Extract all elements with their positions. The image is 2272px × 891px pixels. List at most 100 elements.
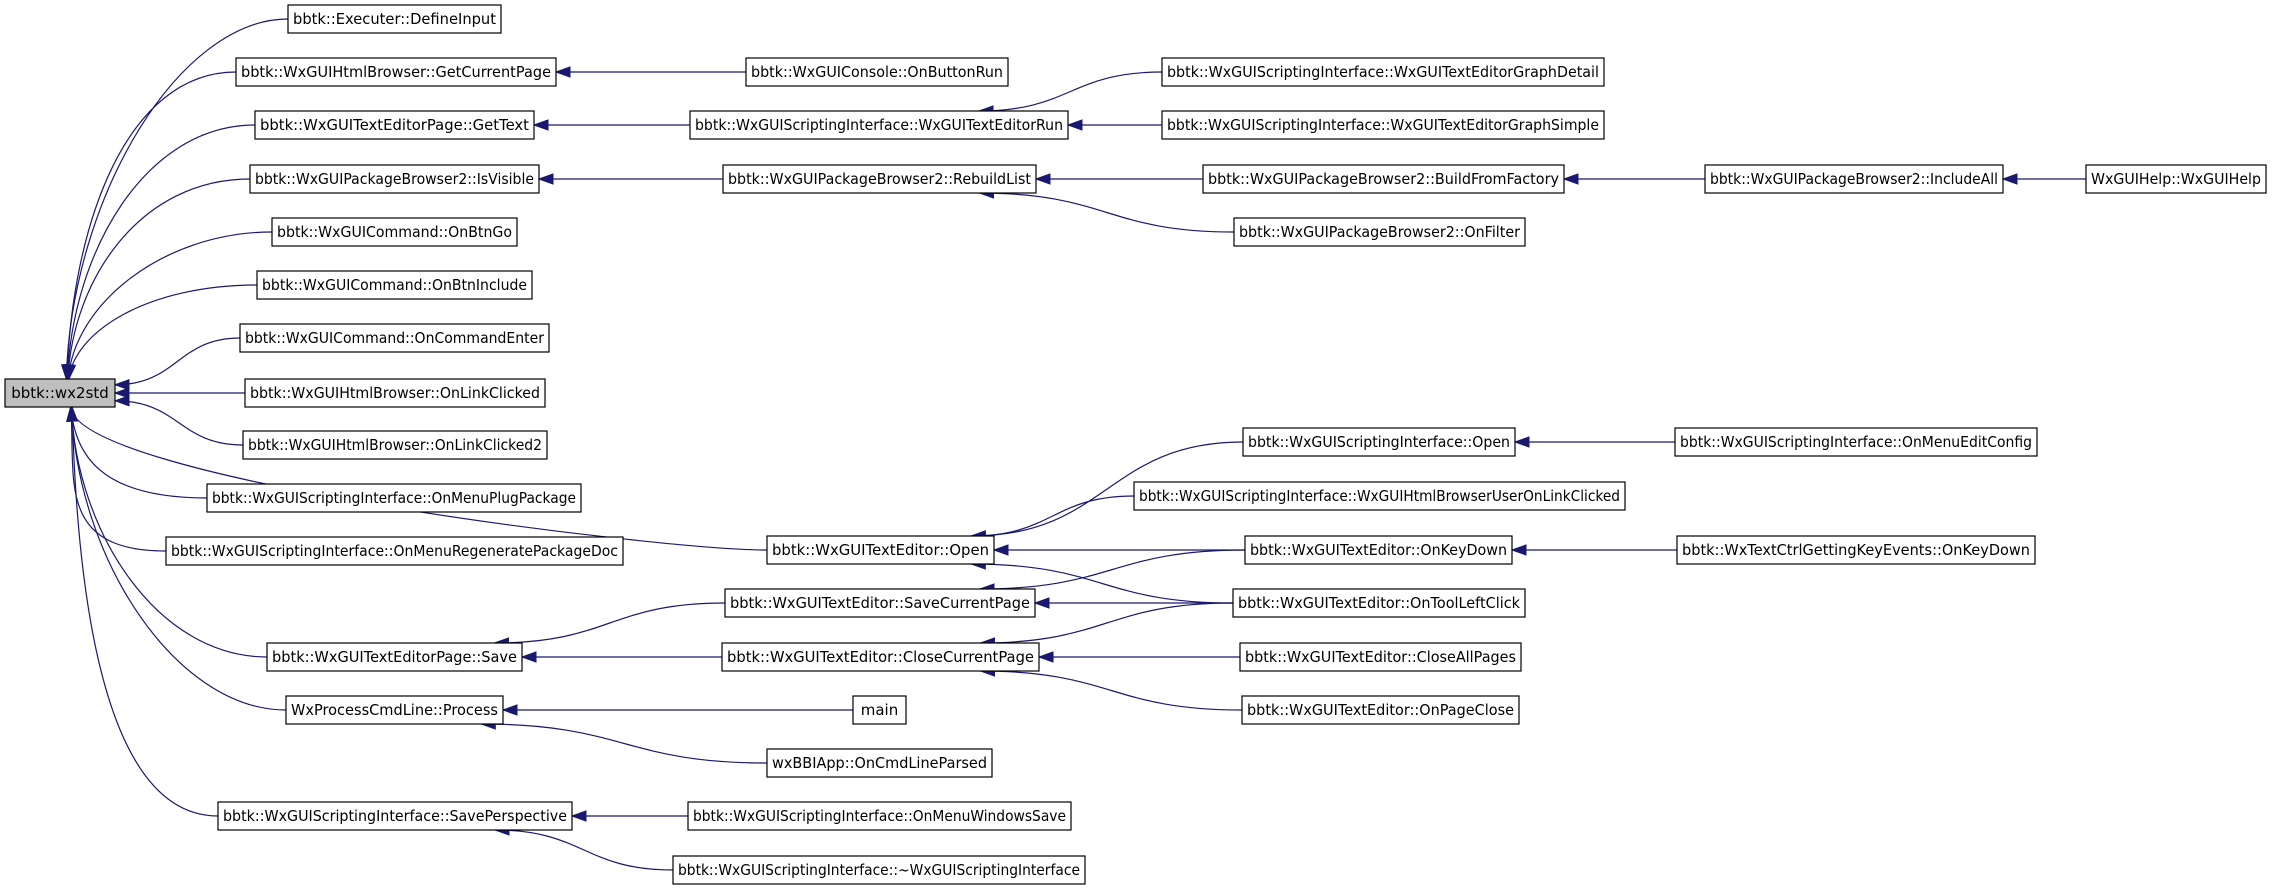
- node-bbtk-wxguiscriptinginterface-onmenuwindowssave[interactable]: bbtk::WxGUIScriptingInterface::OnMenuWin…: [687, 801, 1072, 831]
- node-label: bbtk::WxGUIScriptingInterface::SavePersp…: [223, 807, 567, 825]
- node-box: [266, 642, 523, 672]
- node-label: bbtk::WxGUICommand::OnBtnInclude: [262, 276, 527, 294]
- node-box: [1133, 481, 1626, 511]
- nodes-layer: bbtk::wx2std bbtk::Executer::DefineInputb…: [4, 4, 2267, 885]
- node-main[interactable]: main: [852, 695, 907, 725]
- arrowhead-n17-to-wx2std: [113, 387, 130, 399]
- node-bbtk-wxguitexteditorpage-gettext[interactable]: bbtk::WxGUITextEditorPage::GetText: [254, 110, 535, 140]
- node-box: [722, 164, 1037, 194]
- node-box: [672, 855, 1086, 885]
- edge-n35-to-n32: [481, 723, 768, 764]
- node-bbtk-wxguipackagebrowser2-buildfromfactory[interactable]: bbtk::WxGUIPackageBrowser2::BuildFromFac…: [1202, 164, 1565, 194]
- node-bbtk-wxguitexteditor-ontoolleftclick[interactable]: bbtk::WxGUITextEditor::OnToolLeftClick: [1232, 588, 1526, 618]
- node-bbtk-wx2std[interactable]: bbtk::wx2std: [4, 378, 116, 408]
- node-wxbbiapp-oncmdlineparsed[interactable]: wxBBIApp::OnCmdLineParsed: [766, 748, 993, 778]
- node-bbtk-wxguitexteditor-onpageclose[interactable]: bbtk::WxGUITextEditor::OnPageClose: [1241, 695, 1520, 725]
- arrowhead-n37-to-n36: [570, 810, 587, 822]
- node-bbtk-wxguiscriptinginterface-tilde-wxguiscriptinginterface[interactable]: bbtk::WxGUIScriptingInterface::~WxGUIScr…: [672, 855, 1086, 885]
- edge-n1-to-wx2std: [65, 18, 289, 380]
- node-bbtk-wxguiscriptinginterface-saveperspective[interactable]: bbtk::WxGUIScriptingInterface::SavePersp…: [217, 801, 573, 831]
- node-wxprocesscmdline-process[interactable]: WxProcessCmdLine::Process: [285, 695, 504, 725]
- arrowhead-n18-to-wx2std: [113, 395, 130, 407]
- node-bbtk-wxguiscriptinginterface-onmenuplugpackage[interactable]: bbtk::WxGUIScriptingInterface::OnMenuPlu…: [206, 483, 582, 513]
- node-bbtk-wxguiscriptinginterface-wxguihtmlbrowseruseronlinkclicked[interactable]: bbtk::WxGUIScriptingInterface::WxGUIHtml…: [1133, 481, 1626, 511]
- edge-n22-to-n24: [971, 495, 1135, 537]
- node-bbtk-executer-defineinput[interactable]: bbtk::Executer::DefineInput: [287, 4, 502, 34]
- node-bbtk-wxguiscriptinginterface-onmenuregeneratepackagedoc[interactable]: bbtk::WxGUIScriptingInterface::OnMenuReg…: [165, 536, 624, 566]
- node-box: [687, 801, 1072, 831]
- node-box: [724, 588, 1036, 618]
- node-label: bbtk::WxGUIPackageBrowser2::BuildFromFac…: [1208, 170, 1559, 188]
- node-label: bbtk::WxGUIScriptingInterface::OnMenuEdi…: [1680, 433, 2032, 451]
- node-box: [1241, 695, 1520, 725]
- node-bbtk-wxguitexteditorpage-save[interactable]: bbtk::WxGUITextEditorPage::Save: [266, 642, 523, 672]
- node-box: [2085, 164, 2267, 194]
- edge-n23-to-wx2std: [70, 406, 167, 552]
- node-box: [1244, 535, 1513, 565]
- node-bbtk-wxguihtmlbrowser-onlinkclicked[interactable]: bbtk::WxGUIHtmlBrowser::OnLinkClicked: [244, 378, 546, 408]
- node-bbtk-wxguicommand-oncommandenter[interactable]: bbtk::WxGUICommand::OnCommandEnter: [239, 323, 550, 353]
- node-box: [249, 164, 540, 194]
- node-label: bbtk::WxTextCtrlGettingKeyEvents::OnKeyD…: [1682, 541, 2030, 559]
- edge-n5-to-wx2std: [66, 124, 256, 380]
- node-box: [1242, 427, 1516, 457]
- node-bbtk-wxguipackagebrowser2-includeall[interactable]: bbtk::WxGUIPackageBrowser2::IncludeAll: [1704, 164, 2004, 194]
- node-box: [1161, 110, 1605, 140]
- node-bbtk-wxguihtmlbrowser-onlinkclicked2[interactable]: bbtk::WxGUIHtmlBrowser::OnLinkClicked2: [242, 430, 548, 460]
- node-bbtk-wxguihtmlbrowser-getcurrentpage[interactable]: bbtk::WxGUIHtmlBrowser::GetCurrentPage: [235, 57, 557, 87]
- node-box: [206, 483, 582, 513]
- node-label: bbtk::WxGUITextEditor::Open: [772, 541, 989, 559]
- arrowhead-n25-to-n24: [992, 544, 1009, 556]
- node-bbtk-wxguipackagebrowser2-onfilter[interactable]: bbtk::WxGUIPackageBrowser2::OnFilter: [1233, 217, 1526, 247]
- node-label: bbtk::WxGUIScriptingInterface::OnMenuPlu…: [212, 489, 576, 507]
- node-bbtk-wxguiscriptinginterface-onmenueditconfig[interactable]: bbtk::WxGUIScriptingInterface::OnMenuEdi…: [1674, 427, 2038, 457]
- node-label: bbtk::WxGUIHtmlBrowser::OnLinkClicked: [250, 384, 540, 402]
- node-bbtk-wxguitexteditor-closeallpages[interactable]: bbtk::WxGUITextEditor::CloseAllPages: [1239, 642, 1522, 672]
- node-bbtk-wxguicommand-onbtngo[interactable]: bbtk::WxGUICommand::OnBtnGo: [271, 217, 518, 247]
- arrowhead-n26-to-n25: [1510, 544, 1527, 556]
- node-label: bbtk::WxGUIHtmlBrowser::GetCurrentPage: [241, 63, 551, 81]
- node-bbtk-wxtextctrlgettingkeyevents-onkeydown[interactable]: bbtk::WxTextCtrlGettingKeyEvents::OnKeyD…: [1676, 535, 2036, 565]
- arrowhead-n11-to-n10: [1562, 173, 1579, 185]
- node-bbtk-wxguitexteditor-open[interactable]: bbtk::WxGUITextEditor::Open: [766, 535, 995, 565]
- node-box: [1202, 164, 1565, 194]
- node-box: [165, 536, 624, 566]
- edge-n29-to-wx2std: [70, 406, 268, 658]
- node-label: bbtk::WxGUIPackageBrowser2::IsVisible: [255, 170, 534, 188]
- node-label: bbtk::WxGUIPackageBrowser2::RebuildList: [728, 170, 1031, 188]
- edge-n36-to-wx2std: [71, 406, 219, 817]
- node-label: bbtk::WxGUIHtmlBrowser::OnLinkClicked2: [248, 436, 542, 454]
- edge-n21-to-wx2std: [69, 406, 208, 499]
- node-bbtk-wxguiscriptinginterface-wxguitexteditorrun[interactable]: bbtk::WxGUIScriptingInterface::WxGUIText…: [689, 110, 1069, 140]
- node-label: bbtk::WxGUITextEditor::SaveCurrentPage: [730, 594, 1030, 612]
- node-label: bbtk::WxGUIScriptingInterface::WxGUIHtml…: [1139, 487, 1620, 505]
- node-label: WxGUIHelp::WxGUIHelp: [2091, 170, 2261, 188]
- node-bbtk-wxguipackagebrowser2-rebuildlist[interactable]: bbtk::WxGUIPackageBrowser2::RebuildList: [722, 164, 1037, 194]
- node-bbtk-wxguiconsole-onbuttonrun[interactable]: bbtk::WxGUIConsole::OnButtonRun: [745, 57, 1009, 87]
- node-box: [256, 270, 533, 300]
- node-bbtk-wxguicommand-onbtninclude[interactable]: bbtk::WxGUICommand::OnBtnInclude: [256, 270, 533, 300]
- arrowhead-n15-to-wx2std: [64, 363, 77, 381]
- node-box: [1233, 217, 1526, 247]
- node-bbtk-wxguitexteditor-closecurrentpage[interactable]: bbtk::WxGUITextEditor::CloseCurrentPage: [721, 642, 1040, 672]
- arrowhead-n36-to-wx2std: [66, 405, 79, 422]
- node-wxguihelp-wxguihelp[interactable]: WxGUIHelp::WxGUIHelp: [2085, 164, 2267, 194]
- edge-n28-to-n24: [971, 563, 1234, 604]
- node-box: [285, 695, 504, 725]
- edge-n24-to-wx2std: [70, 406, 768, 551]
- node-label: bbtk::WxGUITextEditor::CloseCurrentPage: [727, 648, 1034, 666]
- node-bbtk-wxguipackagebrowser2-isvisible[interactable]: bbtk::WxGUIPackageBrowser2::IsVisible: [249, 164, 540, 194]
- node-label: WxProcessCmdLine::Process: [291, 701, 498, 719]
- node-bbtk-wxguiscriptinginterface-wxguitexteditorgraphsimple[interactable]: bbtk::WxGUIScriptingInterface::WxGUIText…: [1161, 110, 1605, 140]
- node-label: bbtk::WxGUIScriptingInterface::OnMenuWin…: [693, 807, 1066, 825]
- node-box: [745, 57, 1009, 87]
- node-bbtk-wxguitexteditor-onkeydown[interactable]: bbtk::WxGUITextEditor::OnKeyDown: [1244, 535, 1513, 565]
- node-bbtk-wxguitexteditor-savecurrentpage[interactable]: bbtk::WxGUITextEditor::SaveCurrentPage: [724, 588, 1036, 618]
- node-label: bbtk::WxGUITextEditorPage::Save: [272, 648, 517, 666]
- node-label: bbtk::WxGUITextEditor::OnPageClose: [1247, 701, 1514, 719]
- node-bbtk-wxguiscriptinginterface-wxguitexteditorgraphdetail[interactable]: bbtk::WxGUIScriptingInterface::WxGUIText…: [1161, 57, 1605, 87]
- node-label: bbtk::WxGUIPackageBrowser2::IncludeAll: [1710, 170, 1998, 188]
- node-bbtk-wxguiscriptinginterface-open[interactable]: bbtk::WxGUIScriptingInterface::Open: [1242, 427, 1516, 457]
